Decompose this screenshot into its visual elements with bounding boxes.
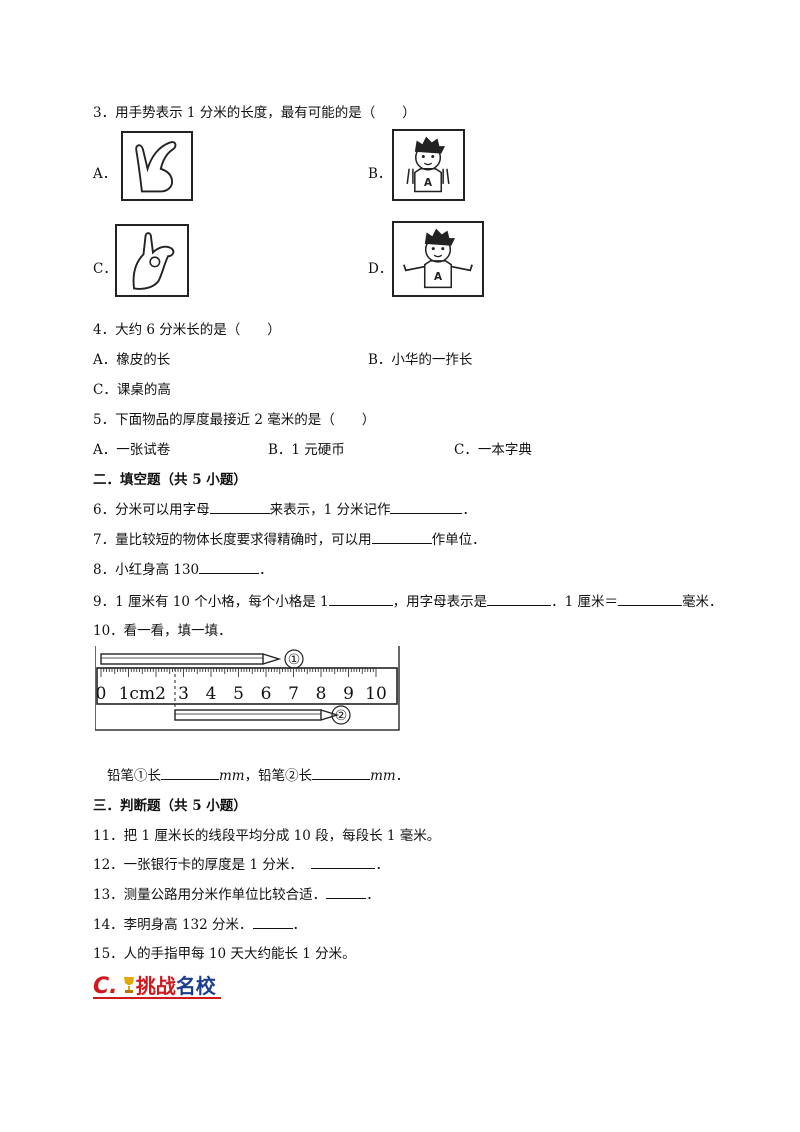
q11: 11．把 1 厘米长的线段平均分成 10 段，每段长 1 毫米。 bbox=[93, 828, 441, 844]
q8-blank[interactable] bbox=[199, 559, 260, 574]
q6-text-1: 6．分米可以用字母 bbox=[93, 502, 210, 518]
q9-blank-3[interactable] bbox=[618, 591, 683, 606]
q14-blank[interactable] bbox=[252, 914, 293, 929]
section-2-title: 二．填空题（共 5 小题） bbox=[93, 472, 247, 488]
ruler-label: 5 bbox=[233, 684, 244, 704]
pencil-1: ① bbox=[100, 649, 304, 669]
ruler-ticks bbox=[100, 668, 377, 677]
hand-gesture-a-image bbox=[121, 131, 193, 201]
q10-answer-text-2: ，铅笔②长 bbox=[244, 768, 313, 784]
ruler-label: 0 bbox=[96, 684, 107, 704]
hand-gesture-c-icon bbox=[132, 232, 175, 290]
ruler-label: 6 bbox=[261, 684, 272, 704]
q5-stem: 5．下面物品的厚度最接近 2 毫米的是（ ） bbox=[93, 412, 376, 428]
pencil-2: ② bbox=[174, 705, 351, 725]
q10-blank-2[interactable] bbox=[312, 765, 371, 780]
q13-blank[interactable] bbox=[326, 884, 367, 899]
q15: 15．人的手指甲每 10 天大约能长 1 分米。 bbox=[93, 946, 356, 962]
q8-text-2: ． bbox=[259, 562, 273, 578]
q12: 12．一张银行卡的厚度是 1 分米． ． bbox=[93, 853, 389, 873]
q13: 13．测量公路用分米作单位比较合适． ． bbox=[93, 883, 380, 903]
q12-text-1: 12．一张银行卡的厚度是 1 分米． bbox=[93, 857, 303, 873]
q5-option-a[interactable]: A．一张试卷 bbox=[93, 442, 171, 458]
boy-icon: A bbox=[403, 228, 473, 289]
logo-part-1: 挑战 bbox=[135, 974, 176, 998]
logo-part-2: 名校 bbox=[175, 974, 216, 998]
ruler-label: 10 bbox=[365, 684, 387, 704]
challenge-logo: C. 挑战名校 bbox=[93, 970, 221, 999]
boy-small-gesture-b-image: A bbox=[392, 129, 465, 201]
q6-blank-1[interactable] bbox=[209, 499, 270, 514]
ruler-label: 4 bbox=[206, 684, 217, 704]
shirt-letter-b: A bbox=[424, 177, 432, 189]
q4-option-a[interactable]: A．橡皮的长 bbox=[93, 352, 171, 368]
q5-option-b[interactable]: B．1 元硬币 bbox=[268, 442, 345, 458]
q10-answer-text-1: 铅笔①长 bbox=[107, 768, 161, 784]
q6-blank-2[interactable] bbox=[390, 499, 463, 514]
q3-option-c-label[interactable]: C． bbox=[93, 261, 117, 277]
hand-gesture-a-icon bbox=[135, 141, 177, 193]
q8: 8．小红身高 130 ． bbox=[93, 558, 273, 578]
q14-text-1: 14．李明身高 132 分米． bbox=[93, 917, 253, 933]
q10-blank-1[interactable] bbox=[161, 765, 219, 780]
q6-text-3: ． bbox=[462, 502, 476, 518]
q14: 14．李明身高 132 分米． ． bbox=[93, 913, 306, 933]
q14-text-2: ． bbox=[292, 917, 307, 933]
q7: 7．量比较短的物体长度要求得精确时，可以用 作单位． bbox=[93, 528, 486, 548]
q10-stem: 10．看一看，填一填． bbox=[93, 623, 232, 639]
boy-icon: A bbox=[406, 136, 450, 193]
q5-option-c[interactable]: C．一本字典 bbox=[454, 442, 532, 458]
q9: 9．1 厘米有 10 个小格，每个小格是 1 ，用字母表示是 ．1 厘米＝ 毫米． bbox=[93, 590, 723, 610]
q7-blank[interactable] bbox=[371, 529, 432, 544]
q12-blank[interactable] bbox=[311, 854, 376, 869]
pencil-1-mark: ① bbox=[288, 652, 301, 668]
boy-wide-gesture-d-image: A bbox=[392, 221, 484, 297]
q10-unit-1: mm bbox=[219, 768, 245, 784]
q6-text-2: 来表示，1 分米记作 bbox=[269, 502, 391, 518]
q9-text-2: ，用字母表示是 bbox=[392, 594, 488, 610]
hand-gesture-c-image bbox=[115, 224, 189, 297]
q9-text-3: ．1 厘米＝ bbox=[551, 594, 619, 610]
q10-unit-2: mm bbox=[370, 768, 396, 784]
q9-blank-1[interactable] bbox=[328, 591, 393, 606]
q9-text-1: 9．1 厘米有 10 个小格，每个小格是 1 bbox=[93, 594, 329, 610]
ruler-label: 7 bbox=[288, 684, 299, 704]
q9-text-4: 毫米． bbox=[682, 594, 723, 610]
q3-option-a-label[interactable]: A． bbox=[93, 166, 117, 182]
ruler-label: 9 bbox=[343, 684, 354, 704]
q8-text-1: 8．小红身高 130 bbox=[93, 562, 200, 578]
q3-option-b-label[interactable]: B． bbox=[368, 166, 392, 182]
shirt-letter-d: A bbox=[434, 271, 442, 283]
q9-blank-2[interactable] bbox=[487, 591, 552, 606]
ruler-label: 3 bbox=[178, 684, 189, 704]
q10-answer-text-3: ． bbox=[395, 768, 410, 784]
logo-prefix: C. bbox=[93, 974, 118, 999]
q4-option-c[interactable]: C．课桌的高 bbox=[93, 382, 171, 398]
q12-text-2: ． bbox=[375, 857, 389, 873]
q3-stem: 3．用手势表示 1 分米的长度，最有可能的是（ ） bbox=[93, 105, 416, 121]
ruler-label: 1cm2 bbox=[119, 684, 166, 704]
q7-text-1: 7．量比较短的物体长度要求得精确时，可以用 bbox=[93, 532, 372, 548]
q13-text-1: 13．测量公路用分米作单位比较合适． bbox=[93, 887, 327, 903]
q3-option-d-label[interactable]: D． bbox=[368, 261, 393, 277]
q6: 6．分米可以用字母 来表示，1 分米记作 ． bbox=[93, 498, 476, 518]
section-3-title: 三．判断题（共 5 小题） bbox=[93, 798, 247, 814]
q4-option-b[interactable]: B．小华的一拃长 bbox=[368, 352, 473, 368]
pencil-2-mark: ② bbox=[335, 708, 348, 724]
ruler-label: 8 bbox=[316, 684, 327, 704]
q7-text-2: 作单位． bbox=[431, 532, 486, 548]
q13-text-2: ． bbox=[366, 887, 380, 903]
trophy-icon bbox=[122, 975, 136, 995]
q4-stem: 4．大约 6 分米长的是（ ） bbox=[93, 322, 281, 338]
